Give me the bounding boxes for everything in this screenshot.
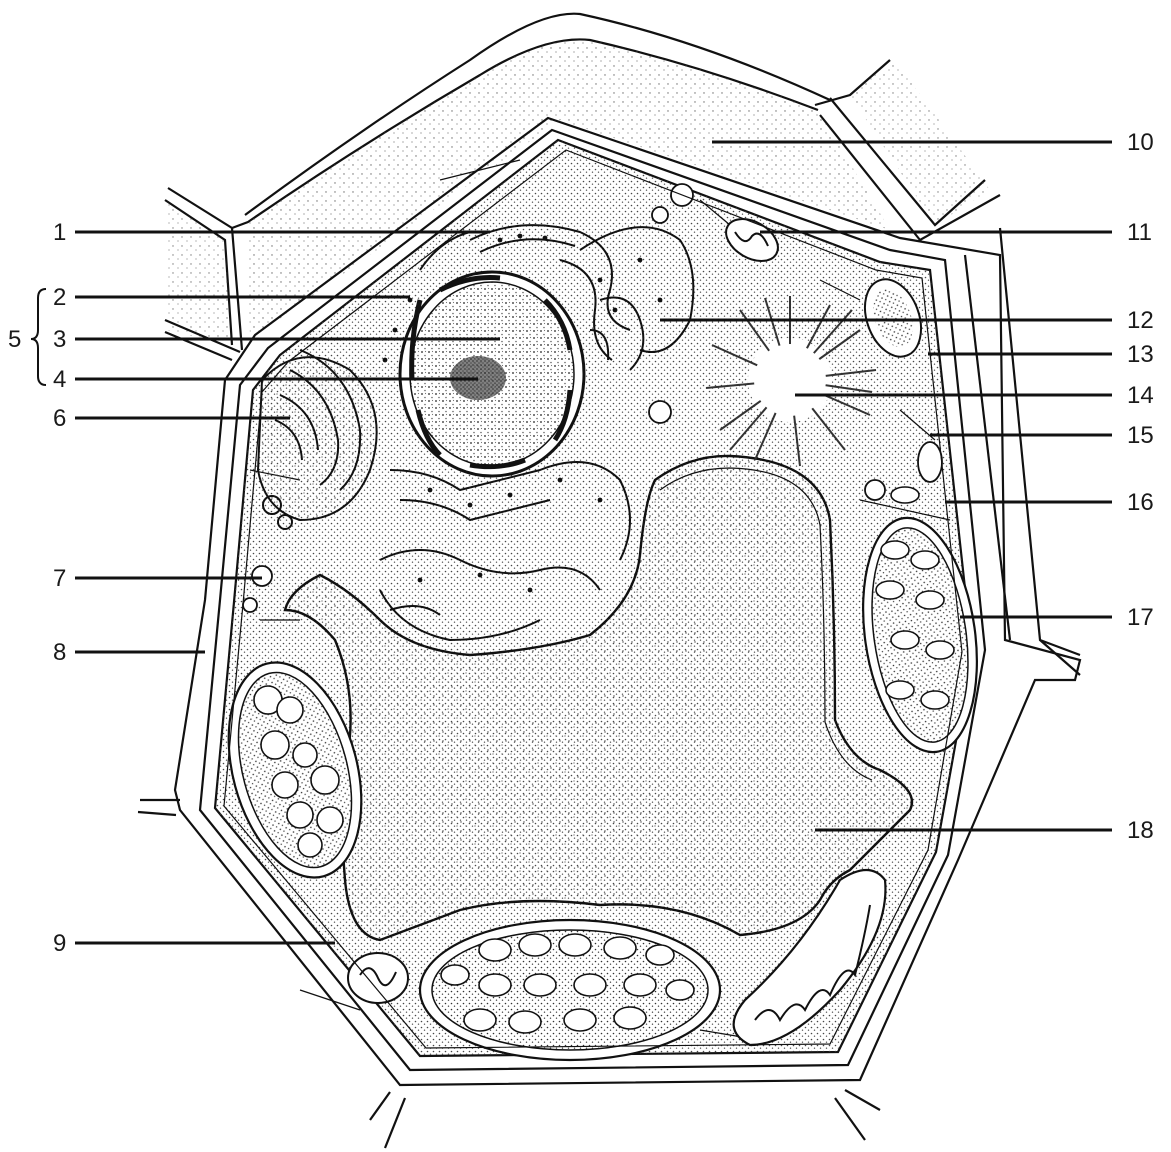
label-5: 5 bbox=[8, 326, 21, 353]
vesicle bbox=[865, 480, 885, 500]
label-6: 6 bbox=[53, 405, 66, 432]
label-18: 18 bbox=[1127, 817, 1154, 844]
label-11: 11 bbox=[1127, 219, 1152, 246]
label-9: 9 bbox=[53, 930, 66, 957]
brace-5 bbox=[31, 289, 46, 385]
label-12: 12 bbox=[1127, 307, 1154, 334]
label-15: 15 bbox=[1127, 422, 1154, 449]
label-4: 4 bbox=[53, 366, 66, 393]
label-2: 2 bbox=[53, 284, 66, 311]
label-7: 7 bbox=[53, 565, 66, 592]
label-14: 14 bbox=[1127, 382, 1154, 409]
vesicle bbox=[243, 598, 257, 612]
chloroplast-bottom bbox=[420, 920, 720, 1060]
label-3: 3 bbox=[53, 326, 66, 353]
vesicle bbox=[652, 207, 668, 223]
mitochondrion-bottom-left bbox=[348, 953, 408, 1003]
label-16: 16 bbox=[1127, 489, 1154, 516]
label-13: 13 bbox=[1127, 341, 1154, 368]
vesicle bbox=[252, 566, 272, 586]
label-8: 8 bbox=[53, 639, 66, 666]
label-10: 10 bbox=[1127, 129, 1154, 156]
nucleus bbox=[400, 272, 584, 476]
vesicle bbox=[649, 401, 671, 423]
label-1: 1 bbox=[53, 219, 66, 246]
label-17: 17 bbox=[1127, 604, 1154, 631]
